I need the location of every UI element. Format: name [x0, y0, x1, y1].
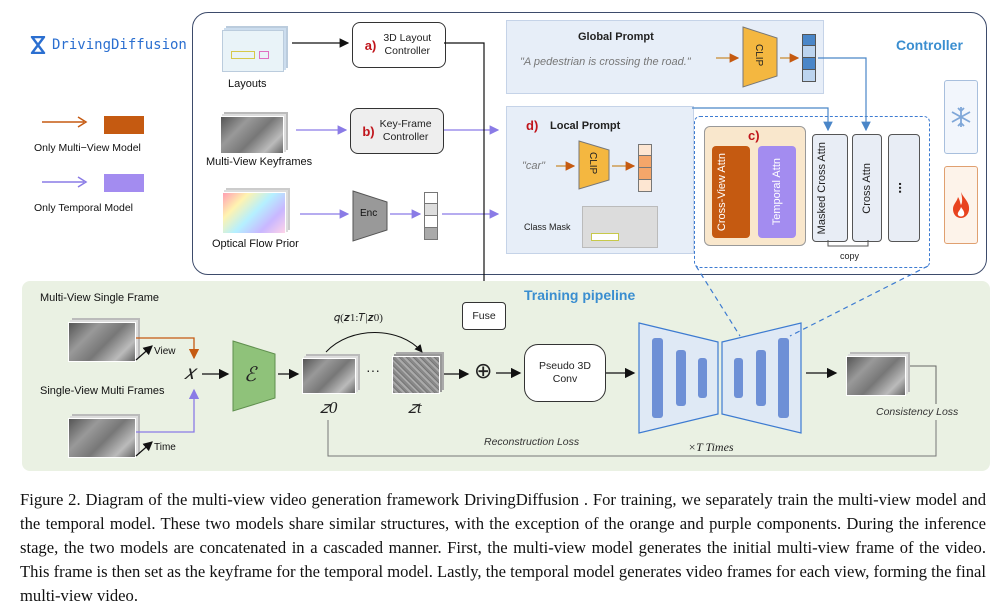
fire-icon — [953, 192, 970, 218]
frozen-box — [944, 80, 978, 154]
fuse-box: Fuse — [462, 302, 506, 330]
legend-multi-view-label: Only Multi−View Model — [34, 142, 141, 154]
svmf-image — [68, 418, 136, 458]
svmf-label: Single-View Multi Frames — [40, 385, 165, 397]
optical-flow-image — [222, 192, 286, 234]
layout-controller-label: 3D Layout Controller — [383, 32, 432, 57]
global-prompt-text: "A pedestrian is crossing the road." — [520, 56, 691, 68]
latent-ellipsis: ··· — [366, 362, 380, 378]
zt-label: 𝑧t — [408, 398, 422, 417]
reconstruction-loss-label: Reconstruction Loss — [484, 436, 580, 448]
block-c-tag: c) — [748, 128, 760, 143]
layouts-image — [222, 30, 284, 72]
times-label: ×T Times — [688, 440, 734, 454]
local-clip-block — [578, 140, 610, 190]
attention-module-region — [694, 116, 930, 268]
copy-bracket — [827, 240, 869, 247]
trainable-box — [944, 166, 978, 244]
plus-symbol: ⊕ — [474, 358, 493, 383]
local-feature-vector — [638, 144, 652, 192]
zt-image — [392, 356, 440, 394]
legend-purple-arrow — [42, 176, 88, 188]
z0-image — [302, 358, 356, 394]
fuse-label: Fuse — [472, 309, 496, 322]
z0-label: 𝑧0 — [320, 398, 338, 417]
class-mask-label: Class Mask — [524, 222, 571, 232]
unet — [638, 322, 802, 434]
pseudo-3d-conv: Pseudo 3D Conv — [524, 344, 606, 402]
masked-cross-attn: Masked Cross Attn — [812, 134, 848, 242]
global-feature-vector — [802, 34, 816, 82]
temporal-attn: Temporal Attn — [758, 146, 796, 238]
output-image — [846, 356, 906, 396]
enc-label: Enc — [360, 208, 378, 219]
optical-flow-label: Optical Flow Prior — [212, 238, 299, 250]
copy-label: copy — [840, 251, 860, 261]
flow-feature-vector — [424, 192, 438, 240]
more-blocks-ellipsis: ... — [896, 182, 912, 194]
cross-view-attn: Cross-View Attn — [712, 146, 750, 238]
view-label: View — [154, 346, 176, 357]
hourglass-logo-icon — [30, 36, 46, 54]
figure-caption: Figure 2. Diagram of the multi-view vide… — [20, 490, 986, 605]
global-clip-label: CLIP — [753, 44, 764, 67]
cross-attn: Cross Attn — [852, 134, 882, 242]
logo: DrivingDiffusion — [30, 36, 187, 54]
layout-controller-tag: a) — [364, 37, 377, 53]
legend-temporal-label: Only Temporal Model — [34, 202, 134, 214]
global-prompt-title: Global Prompt — [578, 31, 654, 43]
pseudo-3d-conv-label: Pseudo 3D Conv — [539, 360, 591, 385]
global-clip-block — [742, 26, 778, 88]
layouts-label: Layouts — [228, 78, 267, 90]
keyframes-image — [220, 116, 284, 154]
q-label: 𝑞(𝒛1:𝑇|𝒛0) — [334, 312, 383, 324]
layout-controller: a) 3D Layout Controller — [352, 22, 446, 68]
legend-orange-arrow — [42, 116, 88, 128]
local-prompt-title: Local Prompt — [550, 120, 621, 132]
class-mask-image — [582, 206, 658, 248]
local-prompt-tag: d) — [526, 118, 539, 133]
legend-orange-swatch — [104, 116, 144, 134]
local-prompt-text: "car" — [522, 160, 546, 172]
keyframe-controller: b) Key-Frame Controller — [350, 108, 444, 154]
mvsf-label: Multi-View Single Frame — [40, 292, 160, 304]
keyframes-label: Multi-View Keyframes — [206, 156, 313, 168]
flow-encoder — [352, 190, 388, 242]
legend: Only Multi−View Model Only Temporal Mode… — [28, 112, 188, 222]
time-label: Time — [154, 442, 176, 453]
keyframe-controller-tag: b) — [362, 123, 375, 139]
more-blocks: ... — [888, 134, 920, 242]
local-clip-label: CLIP — [587, 152, 598, 175]
keyframe-controller-label: Key-Frame Controller — [379, 118, 432, 143]
x-symbol: 𝑥 — [184, 362, 196, 384]
legend-purple-swatch — [104, 174, 144, 192]
logo-text: DrivingDiffusion — [52, 37, 187, 53]
image-encoder — [232, 340, 276, 412]
mvsf-image — [68, 322, 136, 362]
snowflake-icon — [951, 107, 971, 127]
encoder-symbol: ℰ — [244, 364, 257, 386]
consistency-loss-label: Consistency Loss — [876, 406, 959, 418]
controller-title: Controller — [896, 37, 963, 53]
training-title: Training pipeline — [524, 287, 636, 303]
